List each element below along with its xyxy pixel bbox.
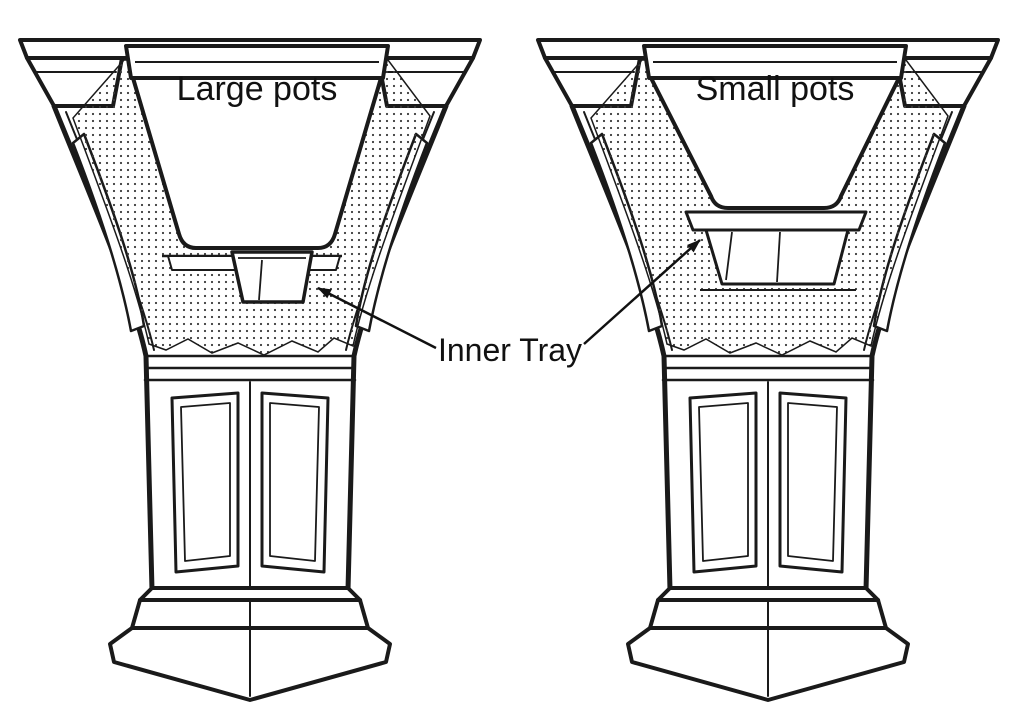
inner-tray-left [162,250,342,304]
large-pot [124,44,390,250]
small-pots-label: Small pots [696,70,855,108]
large-pots-planter-figure: Large pots [20,40,480,700]
large-pots-label: Large pots [177,70,338,108]
small-pots-planter-figure: Small pots [538,40,998,700]
small-pot [642,44,908,210]
arrow-to-left-inner-tray-icon [317,286,437,350]
inner-tray-right [684,210,868,291]
arrow-to-right-inner-tray-icon [583,239,701,345]
inner-tray-annotation: Inner Tray [317,239,701,368]
inner-tray-label: Inner Tray [438,332,582,368]
